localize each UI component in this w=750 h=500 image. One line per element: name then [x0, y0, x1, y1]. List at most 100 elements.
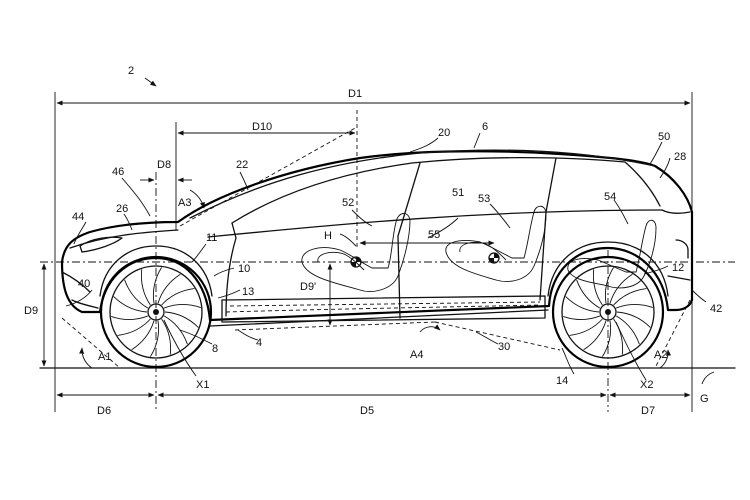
- label-10: 10: [238, 263, 250, 275]
- wheel-spoke: [161, 318, 172, 355]
- leader-4: [237, 329, 259, 341]
- breakover-line-rear: [434, 321, 561, 351]
- label-g: G: [700, 393, 709, 405]
- rocker-panel: [221, 295, 546, 323]
- label-13: 13: [242, 286, 254, 298]
- label-x1: X1: [196, 379, 209, 391]
- rear-seat: [445, 205, 547, 282]
- label-12: 12: [672, 262, 684, 274]
- leader-53: [489, 203, 511, 229]
- wheel-spoke: [565, 296, 600, 313]
- leader-22: [239, 171, 249, 191]
- label-46: 46: [112, 166, 124, 178]
- label-11: 11: [206, 232, 217, 244]
- label-d5: D5: [360, 405, 374, 417]
- label-54: 54: [604, 191, 616, 203]
- rear-hip-point-fill-2: [489, 258, 494, 263]
- label-d9-prime: D9': [300, 281, 316, 293]
- leader-h: [339, 233, 357, 247]
- wheel-spoke: [616, 311, 651, 328]
- wheel-spoke: [602, 320, 612, 357]
- label-6: 6: [482, 121, 488, 133]
- wheel-spoke: [569, 318, 603, 336]
- label-55: 55: [428, 229, 440, 241]
- label-d6: D6: [97, 405, 111, 417]
- leader-51: [427, 217, 459, 239]
- a-pillar: [231, 222, 237, 239]
- rear-bumper-line: [667, 275, 691, 281]
- leader-x2: [615, 321, 647, 381]
- wheel-spoke: [152, 267, 162, 304]
- label-a3: A3: [178, 197, 191, 209]
- wheel-spoke: [131, 320, 155, 351]
- label-50: 50: [658, 131, 670, 143]
- label-53: 53: [478, 193, 490, 205]
- headlamp: [79, 236, 123, 253]
- wheel-spoke: [161, 288, 195, 306]
- label-d1: D1: [348, 88, 362, 100]
- label-20: 20: [438, 127, 450, 139]
- leader-13: [217, 289, 241, 299]
- front-wheel: [99, 255, 213, 369]
- leader-12: [643, 265, 669, 275]
- leader-8: [179, 329, 213, 345]
- label-d9: D9: [24, 305, 38, 317]
- wheel-spoke: [117, 318, 151, 336]
- underbody-line: [209, 309, 549, 327]
- leader-28: [659, 157, 671, 179]
- front-bumper-line: [61, 271, 91, 293]
- breakover-line-front: [234, 321, 436, 331]
- body-outline: [60, 150, 694, 322]
- label-40: 40: [78, 278, 90, 290]
- leader-44: [73, 221, 87, 245]
- label-52: 52: [342, 197, 354, 209]
- wheel-spoke: [163, 315, 188, 345]
- angle-a3-arc: [189, 189, 205, 209]
- wheel-spoke: [563, 315, 601, 320]
- third-row-seat: [567, 219, 657, 289]
- leader-11: [191, 243, 207, 263]
- wheel-spoke: [615, 304, 653, 309]
- front-spoiler: [71, 299, 99, 309]
- label-42: 42: [710, 303, 722, 315]
- approach-angle-line: [61, 317, 121, 369]
- label-28: 28: [674, 151, 686, 163]
- label-a2: A2: [654, 349, 667, 361]
- leader-54: [613, 199, 629, 225]
- wheel-spoke: [140, 269, 151, 306]
- leader-20: [409, 137, 439, 153]
- b-pillar: [397, 162, 421, 319]
- label-30: 30: [498, 341, 510, 353]
- window-top: [231, 156, 661, 224]
- wheel-spoke: [604, 267, 614, 304]
- wheel-spoke: [157, 273, 181, 304]
- tail-line: [661, 209, 691, 214]
- label-a1: A1: [98, 351, 111, 363]
- rear-wheel: [551, 255, 665, 369]
- leader-42: [691, 289, 707, 303]
- angle-a2-arc: [659, 349, 672, 369]
- leader-52: [351, 209, 373, 227]
- beltline: [207, 209, 663, 238]
- label-d7: D7: [641, 405, 655, 417]
- leader-g: [701, 371, 715, 385]
- label-figure: 2: [128, 65, 134, 77]
- front-hip-point-fill: [356, 257, 361, 262]
- label-d8: D8: [157, 159, 171, 171]
- floor-line: [229, 301, 541, 307]
- label-a4: A4: [410, 349, 423, 361]
- label-8: 8: [212, 343, 218, 355]
- departure-angle-line: [654, 299, 691, 369]
- wheel-spoke: [113, 296, 148, 313]
- leader-x1: [163, 319, 197, 377]
- tail-lamp: [675, 239, 689, 259]
- roof-line: [189, 149, 656, 219]
- front-wheel-arch: [99, 245, 213, 297]
- rear-hip-point-fill: [494, 253, 499, 258]
- label-22: 22: [236, 159, 248, 171]
- wheel-spoke: [583, 320, 607, 351]
- wheel-spoke: [163, 304, 201, 309]
- leader-46: [121, 177, 151, 217]
- leader-10: [213, 267, 235, 277]
